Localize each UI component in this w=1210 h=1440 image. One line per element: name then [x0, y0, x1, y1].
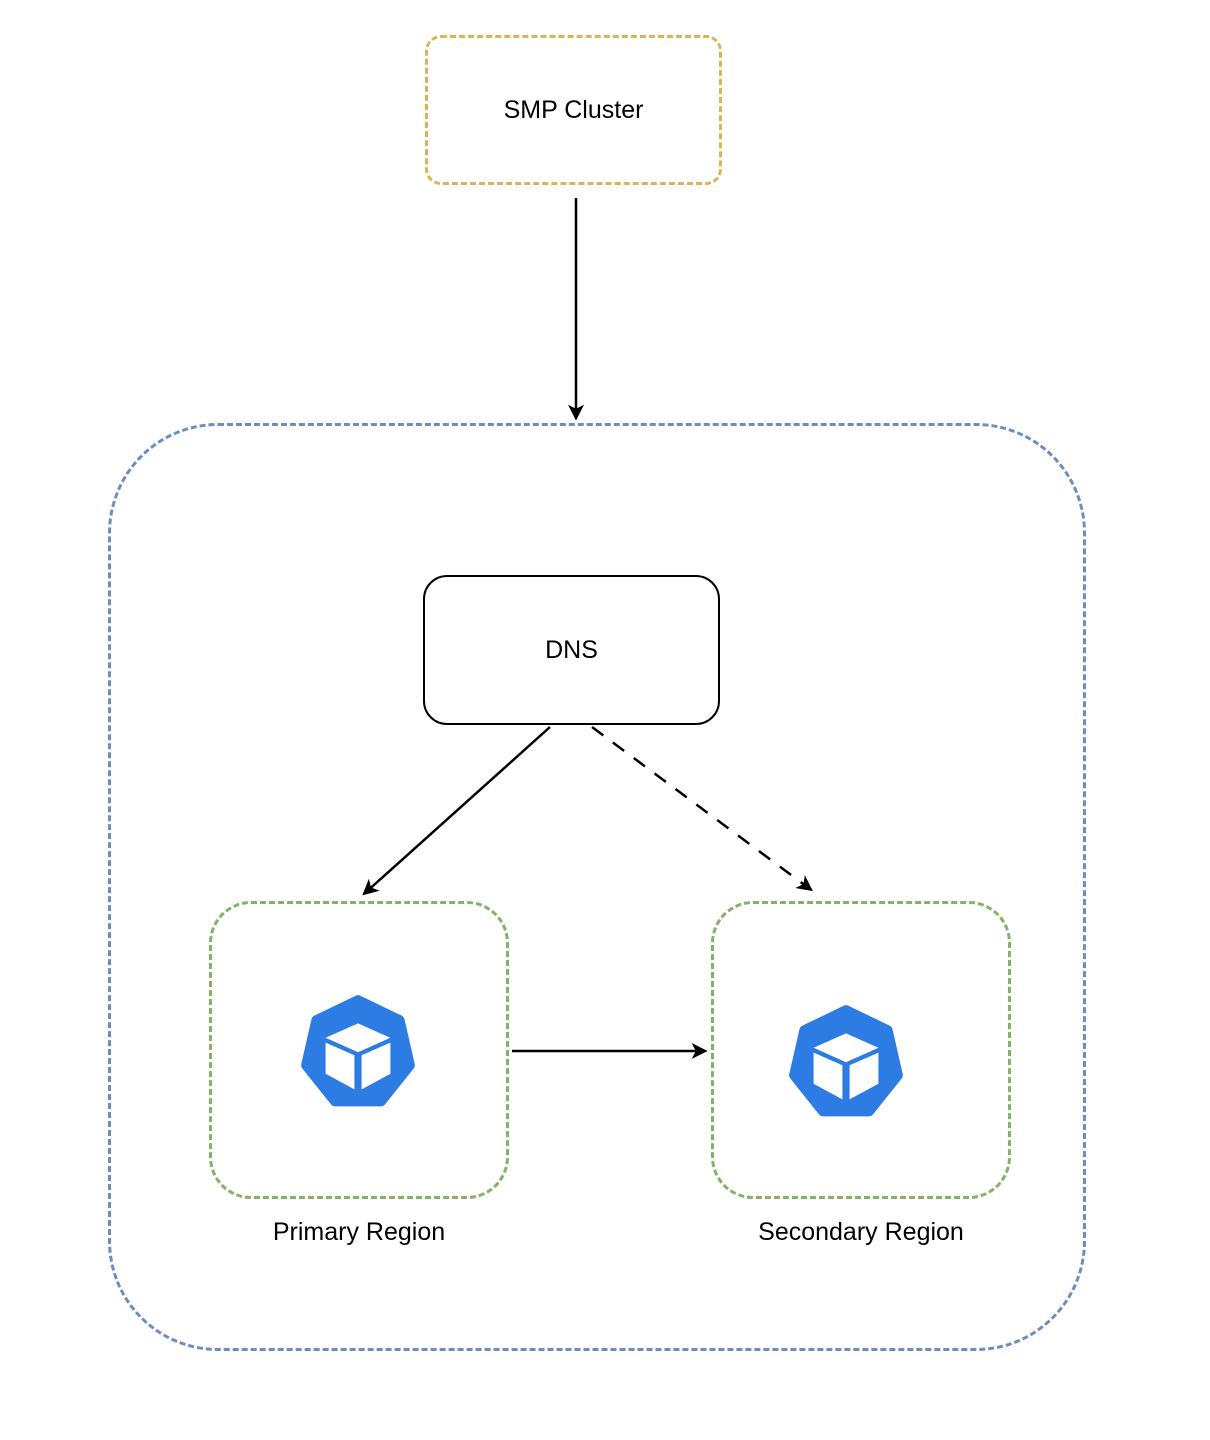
- cluster-cube-icon: [789, 1005, 903, 1117]
- smp-cluster-label: SMP Cluster: [503, 95, 644, 124]
- node-secondary-region: [711, 901, 1011, 1199]
- secondary-region-label: Secondary Region: [758, 1218, 964, 1246]
- node-dns: DNS: [423, 575, 720, 725]
- node-primary-region: [209, 901, 509, 1199]
- outer-container: [108, 423, 1086, 1351]
- cluster-cube-icon: [301, 995, 415, 1107]
- node-smp-cluster: SMP Cluster: [425, 35, 722, 185]
- dns-label: DNS: [545, 635, 598, 664]
- primary-region-label: Primary Region: [272, 1218, 446, 1246]
